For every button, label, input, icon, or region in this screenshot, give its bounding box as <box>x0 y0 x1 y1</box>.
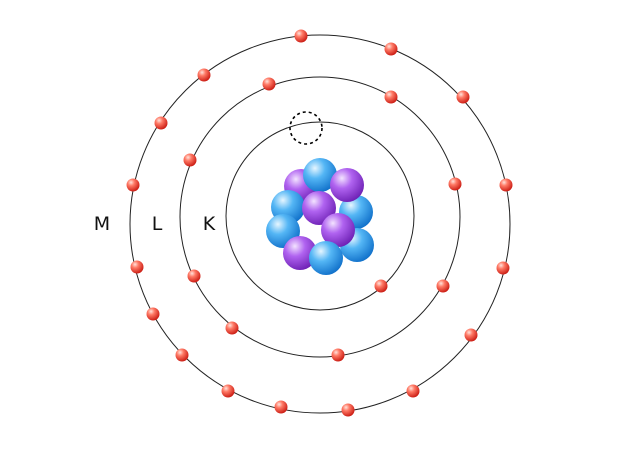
electron <box>197 68 211 82</box>
orbit-m <box>129 34 511 414</box>
neutron <box>303 158 337 192</box>
electron <box>496 261 510 275</box>
neutron <box>309 241 343 275</box>
electrons-shell-k <box>374 279 388 293</box>
shell-label-l: L <box>152 213 163 235</box>
proton <box>330 168 364 202</box>
orbit-k <box>225 121 415 311</box>
proton <box>321 213 355 247</box>
electron <box>384 42 398 56</box>
electron <box>274 400 288 414</box>
electron <box>406 384 420 398</box>
orbits <box>129 34 511 414</box>
orbit-l <box>179 76 461 358</box>
electron <box>130 260 144 274</box>
nucleus <box>266 158 374 275</box>
electron-vacancy <box>289 111 323 145</box>
electron <box>384 90 398 104</box>
electron <box>175 348 189 362</box>
electron <box>221 384 235 398</box>
electron <box>146 307 160 321</box>
electron <box>225 321 239 335</box>
electron <box>448 177 462 191</box>
shell-label-m: M <box>94 213 110 235</box>
electron <box>154 116 168 130</box>
electron <box>126 178 140 192</box>
electron <box>456 90 470 104</box>
electron <box>187 269 201 283</box>
proton <box>283 236 317 270</box>
electron <box>262 77 276 91</box>
electrons-shell-l <box>183 77 462 362</box>
electron <box>436 279 450 293</box>
shell-label-k: K <box>203 213 216 235</box>
electron <box>294 29 308 43</box>
electron <box>183 153 197 167</box>
electron <box>374 279 388 293</box>
proton <box>302 191 336 225</box>
electron <box>464 328 478 342</box>
electrons-shell-m <box>126 29 513 417</box>
electron <box>499 178 513 192</box>
electron <box>341 403 355 417</box>
electron <box>331 348 345 362</box>
